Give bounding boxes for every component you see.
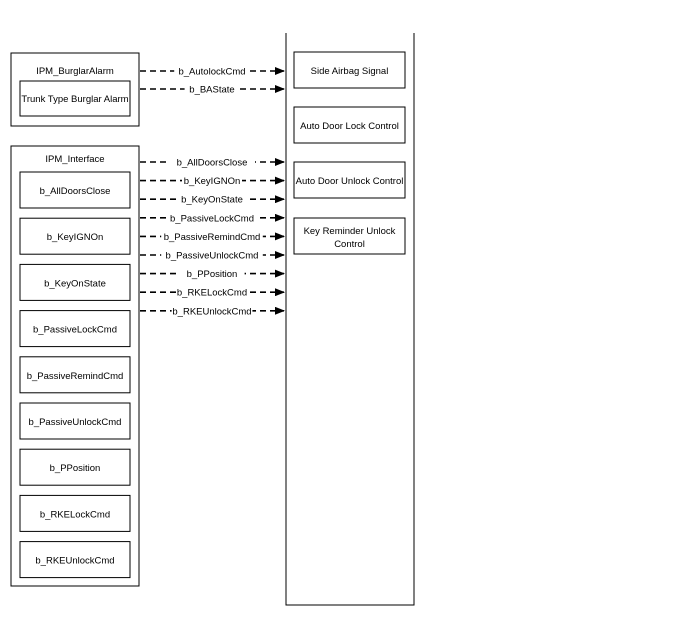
signal-b-keyonstate: b_KeyOnState xyxy=(140,192,285,206)
interface-child-label: b_RKELockCmd xyxy=(40,509,110,520)
signal-b-passiveremindcmd: b_PassiveRemindCmd xyxy=(140,229,285,243)
interface-child-b-keyonstate: b_KeyOnState xyxy=(19,263,131,301)
interface-child-b-rkelockcmd: b_RKELockCmd xyxy=(19,494,131,532)
interface-child-b-passivelockcmd: b_PassiveLockCmd xyxy=(19,310,131,348)
interface-child-b-alldoorsclose: b_AllDoorsClose xyxy=(19,171,131,209)
target-child-label-line: Control xyxy=(334,239,365,250)
signal-b-rkelockcmd: b_RKELockCmd xyxy=(140,285,285,299)
signal-b-passivelockcmd: b_PassiveLockCmd xyxy=(140,210,285,224)
signal-label: b_PassiveRemindCmd xyxy=(164,232,261,243)
signal-label: b_PassiveLockCmd xyxy=(170,213,254,224)
target-child-auto-door-unlock-control: Auto Door Unlock Control xyxy=(293,161,406,199)
interface-child-b-rkeunlockcmd: b_RKEUnlockCmd xyxy=(19,541,131,579)
signal-b-alldoorsclose: b_AllDoorsClose xyxy=(140,155,285,169)
interface-child-label: b_KeyIGNOn xyxy=(47,232,104,243)
signal-label: b_AllDoorsClose xyxy=(177,158,248,169)
signal-label: b_RKEUnlockCmd xyxy=(172,306,251,317)
signal-b-bastate: b_BAState xyxy=(140,82,285,96)
signal-label: b_RKELockCmd xyxy=(177,288,247,299)
signal-label: b_KeyOnState xyxy=(181,195,243,206)
interface-child-b-pposition: b_PPosition xyxy=(19,448,131,486)
target-child-side-airbag-signal: Side Airbag Signal xyxy=(293,51,406,89)
signal-label: b_PassiveUnlockCmd xyxy=(166,251,259,262)
interface-children: b_AllDoorsClose b_KeyIGNOn b_KeyOnState b_P… xyxy=(19,171,131,579)
interface-child-label: b_PassiveLockCmd xyxy=(33,325,117,336)
interface-child-label: b_KeyOnState xyxy=(44,278,106,289)
target-child-label: Auto Door Lock Control xyxy=(300,121,399,132)
signal-b-autolockcmd: b_AutolockCmd xyxy=(140,64,285,78)
interface-child-label: b_PassiveRemindCmd xyxy=(27,371,124,382)
signal-label: b_PPosition xyxy=(187,269,238,280)
signal-b-rkeunlockcmd: b_RKEUnlockCmd xyxy=(140,303,285,317)
target-child-label: Side Airbag Signal xyxy=(311,66,389,77)
signal-b-keyignon: b_KeyIGNOn xyxy=(140,173,285,187)
signal-label: b_KeyIGNOn xyxy=(184,176,241,187)
burglar-alarm-title: IPM_BurglarAlarm xyxy=(36,66,114,77)
target-child-label-line: Key Reminder Unlock xyxy=(304,226,396,237)
signal-label: b_BAState xyxy=(189,85,234,96)
interface-child-label: b_PPosition xyxy=(50,463,101,474)
interface-child-label: b_AllDoorsClose xyxy=(40,186,111,197)
signal-b-passiveunlockcmd: b_PassiveUnlockCmd xyxy=(140,248,285,262)
trunk-burglar-alarm-label: Trunk Type Burglar Alarm xyxy=(21,94,128,105)
signal-b-pposition: b_PPosition xyxy=(140,266,285,280)
signal-label: b_AutolockCmd xyxy=(178,67,245,78)
interface-child-label: b_PassiveUnlockCmd xyxy=(29,417,122,428)
interface-title: IPM_Interface xyxy=(45,154,104,165)
interface-child-b-passiveremindcmd: b_PassiveRemindCmd xyxy=(19,356,131,394)
interface-block: IPM_Interface b_AllDoorsCloseb_KeyIGNOnb… xyxy=(10,145,140,587)
interface-child-b-passiveunlockcmd: b_PassiveUnlockCmd xyxy=(19,402,131,440)
interface-child-label: b_RKEUnlockCmd xyxy=(35,556,114,567)
signal-arrows: b_AutolockCmd b_BAState b_AllDoorsClose b_K… xyxy=(140,64,285,317)
burglar-alarm-block: IPM_BurglarAlarm Trunk Type Burglar Alar… xyxy=(10,52,140,127)
target-child-auto-door-lock-control: Auto Door Lock Control xyxy=(293,106,406,144)
target-child-label: Auto Door Unlock Control xyxy=(296,176,404,187)
interface-child-b-keyignon: b_KeyIGNOn xyxy=(19,217,131,255)
